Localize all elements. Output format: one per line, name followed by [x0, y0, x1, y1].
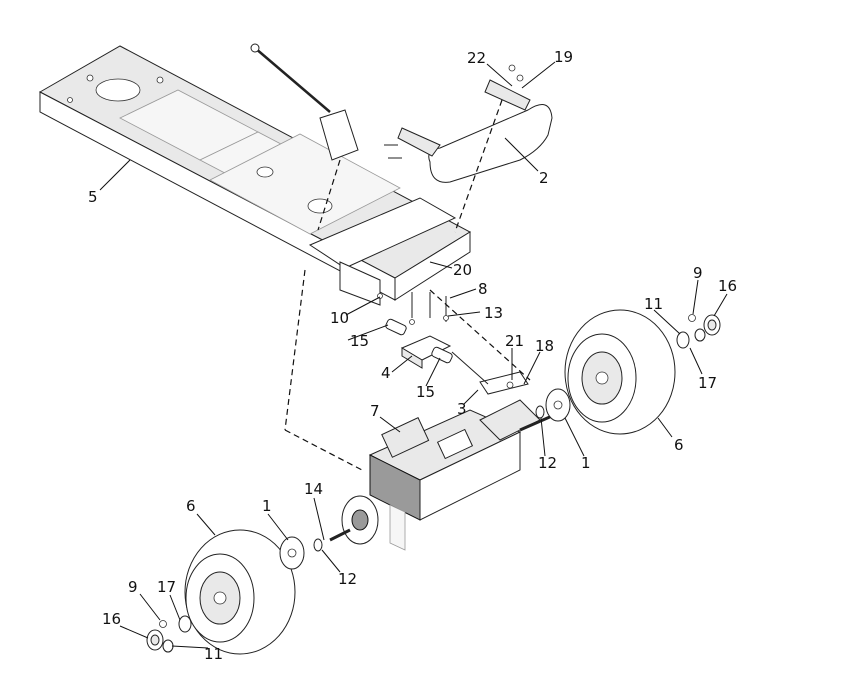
callout-18: 18 [535, 337, 554, 355]
callout-8: 8 [478, 280, 488, 298]
callout-1-left: 1 [262, 497, 272, 515]
axle-pivot-bracket [377, 292, 453, 369]
callout-10: 10 [330, 309, 349, 327]
front-bumper [384, 64, 553, 233]
callout-12-right: 12 [538, 454, 557, 472]
callout-16-left: 16 [102, 610, 121, 628]
callout-5: 5 [88, 188, 98, 206]
callout-4: 4 [381, 364, 391, 382]
callout-11-left: 11 [204, 645, 223, 663]
callout-9-left: 9 [128, 578, 138, 596]
callout-1-right: 1 [581, 454, 591, 472]
callout-20: 20 [453, 261, 472, 279]
callout-16-right: 16 [718, 277, 737, 295]
callout-15-upper: 15 [350, 332, 369, 350]
callout-19: 19 [554, 48, 573, 66]
left-wheel-assembly [146, 529, 323, 655]
callout-11-right: 11 [644, 295, 663, 313]
steering-linkage [250, 43, 359, 231]
callout-6-right: 6 [674, 436, 684, 454]
callout-22: 22 [467, 49, 486, 67]
callout-2: 2 [539, 169, 549, 187]
frame-assembly [38, 45, 472, 306]
callout-7: 7 [370, 402, 380, 420]
callout-6-left: 6 [186, 497, 196, 515]
callout-14: 14 [304, 480, 323, 498]
leader-lines [99, 61, 728, 649]
callout-15-lower: 15 [416, 383, 435, 401]
callout-17-right: 17 [698, 374, 717, 392]
callout-labels: 22 19 2 5 20 8 10 13 15 4 15 21 18 3 7 9… [88, 48, 737, 663]
callout-12-left: 12 [338, 570, 357, 588]
callout-21: 21 [505, 332, 524, 350]
callout-13: 13 [484, 304, 503, 322]
right-wheel-assembly [535, 309, 721, 435]
callout-17-left: 17 [157, 578, 176, 596]
transaxle [284, 269, 553, 551]
callout-3: 3 [457, 400, 467, 418]
axle-tie-plate [451, 351, 529, 395]
callout-9-right: 9 [693, 264, 703, 282]
